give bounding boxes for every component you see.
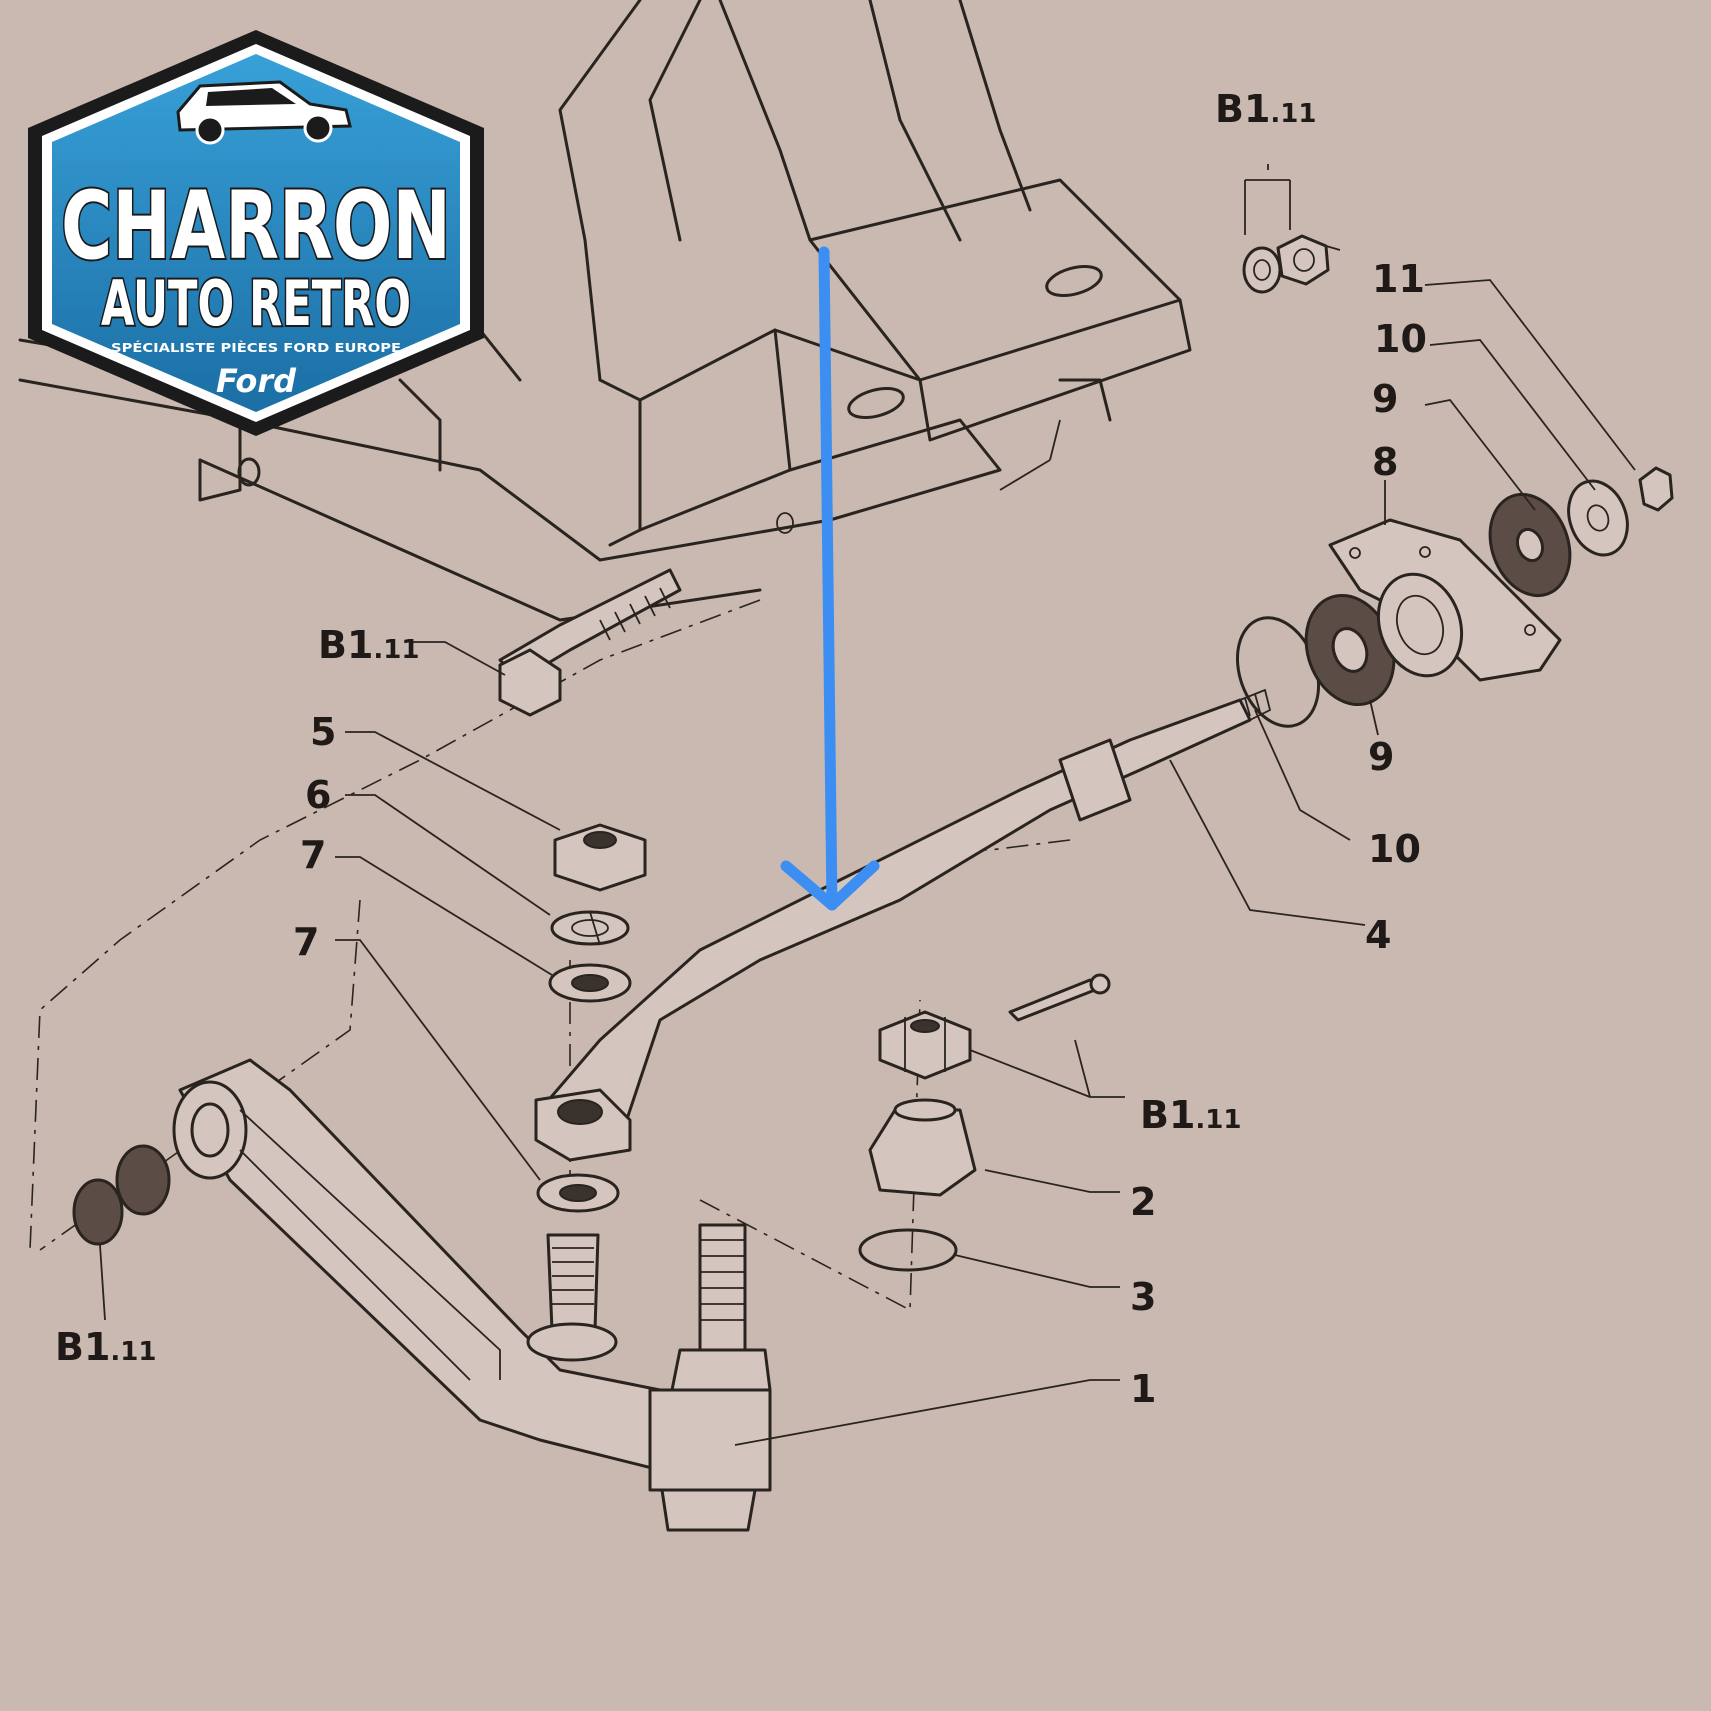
logo-line2: AUTO RETRO — [101, 267, 411, 340]
callout-b111-bolt: B1.11 — [318, 623, 419, 667]
callout-7b: 7 — [293, 920, 319, 964]
callout-2: 2 — [1130, 1180, 1156, 1224]
charron-logo: CHARRON AUTO RETRO SPÉCIALISTE PIÈCES FO… — [28, 30, 484, 436]
leader-lines — [99, 164, 1636, 1446]
callout-b111-bushing: B1.11 — [55, 1325, 156, 1369]
callout-1: 1 — [1130, 1367, 1156, 1411]
idler-fasteners — [536, 823, 647, 1213]
track-rod — [534, 688, 1272, 1162]
callout-labels: B1.11 B1.11 B1.11 B1.11 1 2 3 4 5 6 7 7 … — [55, 87, 1427, 1411]
callout-9b: 9 — [1368, 735, 1394, 779]
callout-4: 4 — [1365, 913, 1391, 957]
callout-11: 11 — [1372, 257, 1425, 301]
callout-10b: 10 — [1368, 827, 1421, 871]
callout-7a: 7 — [300, 833, 326, 877]
ford-logo: Ford — [216, 362, 297, 400]
mounting-bolt — [498, 568, 682, 717]
idler-arm — [172, 1058, 772, 1532]
arm-bushings — [72, 1144, 171, 1246]
top-washer-nut — [1242, 234, 1330, 294]
callout-10a: 10 — [1374, 317, 1427, 361]
logo-line1: CHARRON — [61, 172, 451, 281]
callout-9a: 9 — [1372, 377, 1398, 421]
down-arrow-icon — [780, 246, 880, 911]
callout-3: 3 — [1130, 1275, 1156, 1319]
callout-5: 5 — [310, 710, 336, 754]
logo-tagline: SPÉCIALISTE PIÈCES FORD EUROPE — [111, 340, 401, 355]
right-mount-assembly — [1235, 466, 1674, 728]
callout-b111-top: B1.11 — [1215, 87, 1316, 131]
car-silhouette-icon — [176, 80, 352, 145]
callout-8: 8 — [1372, 440, 1398, 484]
callout-b111-castle: B1.11 — [1140, 1093, 1241, 1137]
ball-joint-parts — [858, 973, 1111, 1272]
callout-6: 6 — [305, 773, 331, 817]
